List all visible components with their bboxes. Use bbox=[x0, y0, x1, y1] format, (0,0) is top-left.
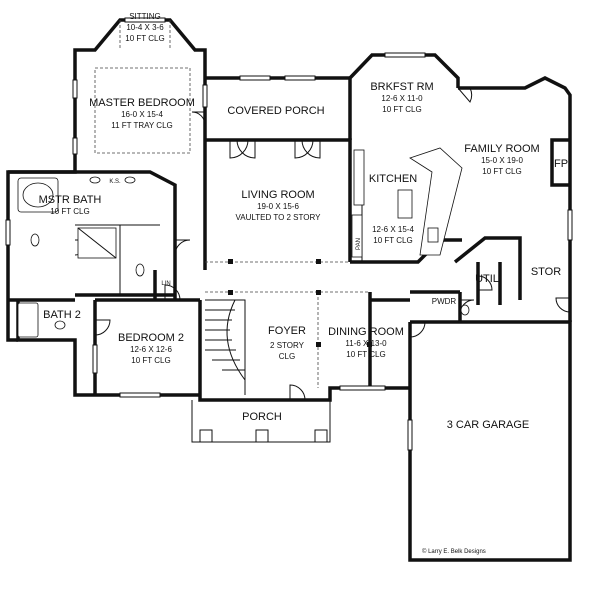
dining-room-dims: 11-6 X 13-0 bbox=[345, 339, 387, 348]
porch-name: PORCH bbox=[242, 411, 282, 423]
foyer-name: FOYER bbox=[268, 325, 306, 337]
room-labels: SITTING 10-4 X 3-6 10 FT CLG MASTER BEDR… bbox=[39, 12, 568, 431]
pan-label: PAN bbox=[356, 238, 362, 250]
sitting-name: SITTING bbox=[129, 12, 161, 21]
sitting-dims: 10-4 X 3-6 bbox=[126, 23, 164, 32]
master-bedroom-dims: 16-0 X 15-4 bbox=[121, 110, 163, 119]
staircase bbox=[205, 299, 246, 395]
foyer-line2: 2 STORY bbox=[270, 341, 305, 350]
mstr-bath-name: MSTR BATH bbox=[39, 194, 102, 206]
living-room-name: LIVING ROOM bbox=[241, 189, 314, 201]
fp-name: FP bbox=[554, 158, 568, 170]
master-bedroom-name: MASTER BEDROOM bbox=[89, 97, 195, 109]
ks-label: K.S. bbox=[109, 179, 121, 185]
covered-porch-name: COVERED PORCH bbox=[227, 105, 324, 117]
stor-name: STOR bbox=[531, 266, 561, 278]
living-room-clg: VAULTED TO 2 STORY bbox=[236, 213, 322, 222]
family-room-name: FAMILY ROOM bbox=[464, 143, 539, 155]
sitting-clg: 10 FT CLG bbox=[125, 34, 164, 43]
kitchen-dims: 12-6 X 15-4 bbox=[372, 225, 414, 234]
family-room-clg: 10 FT CLG bbox=[482, 167, 521, 176]
util-name: UTIL bbox=[475, 273, 499, 285]
dining-room-name: DINING ROOM bbox=[328, 326, 404, 338]
master-bedroom-clg: 11 FT TRAY CLG bbox=[111, 121, 173, 130]
bedroom2-name: BEDROOM 2 bbox=[118, 332, 184, 344]
lin-label: LIN bbox=[161, 281, 170, 287]
bath2-name: BATH 2 bbox=[43, 309, 81, 321]
kitchen-clg: 10 FT CLG bbox=[373, 236, 412, 245]
brkfst-rm-dims: 12-6 X 11-0 bbox=[381, 94, 423, 103]
foyer-line3: CLG bbox=[279, 352, 295, 361]
pwdr-label: PWDR bbox=[432, 297, 457, 306]
copyright-text: © Larry E. Belk Designs bbox=[422, 548, 486, 555]
mstr-bath-clg: 10 FT CLG bbox=[50, 207, 89, 216]
windows bbox=[5, 17, 573, 451]
family-room-dims: 15-0 X 19-0 bbox=[481, 156, 523, 165]
front-porch-outline bbox=[191, 400, 331, 443]
garage-name: 3 CAR GARAGE bbox=[447, 419, 530, 431]
dining-room-clg: 10 FT CLG bbox=[346, 350, 385, 359]
tray-ceiling-outline bbox=[94, 67, 191, 154]
brkfst-rm-clg: 10 FT CLG bbox=[382, 105, 421, 114]
interior-walls bbox=[8, 138, 522, 395]
bedroom2-dims: 12-6 X 12-6 bbox=[130, 345, 172, 354]
brkfst-rm-name: BRKFST RM bbox=[370, 81, 433, 93]
living-room-dims: 19-0 X 15-6 bbox=[257, 202, 299, 211]
doors bbox=[74, 87, 571, 401]
fixtures bbox=[17, 147, 470, 443]
bedroom2-clg: 10 FT CLG bbox=[131, 356, 170, 365]
kitchen-name: KITCHEN bbox=[369, 173, 417, 185]
